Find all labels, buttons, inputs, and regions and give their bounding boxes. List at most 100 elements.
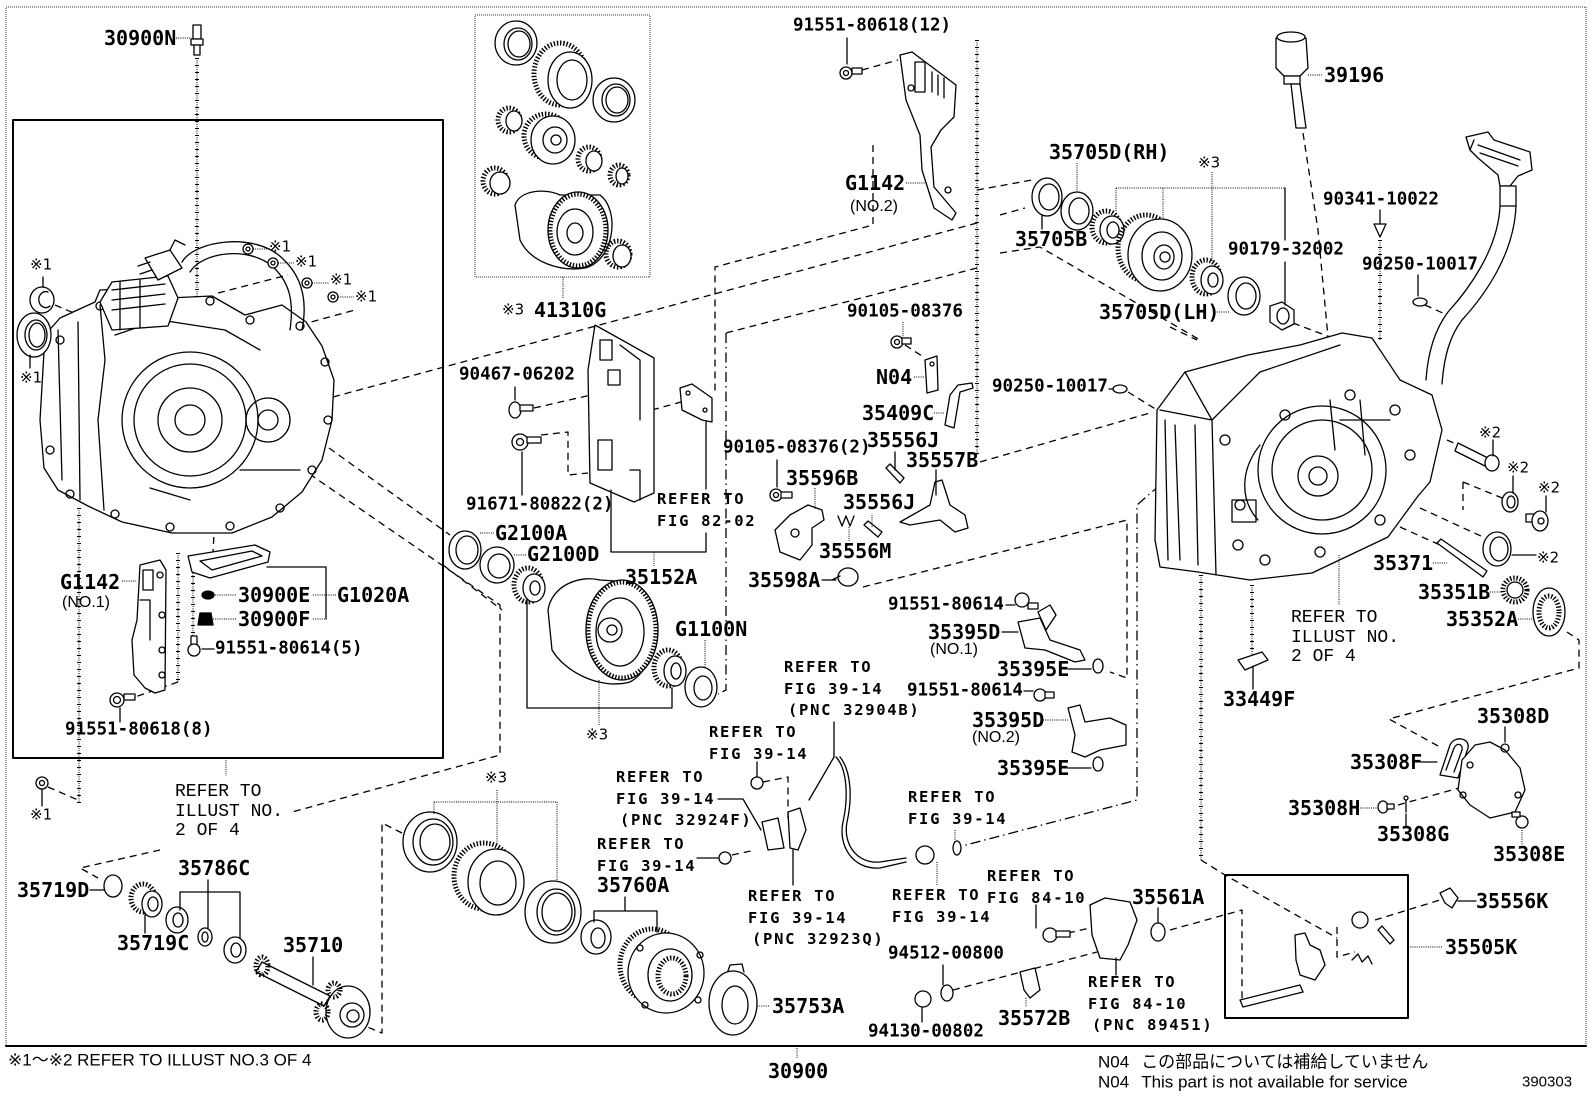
refer-to-fig-84-10-pnc-89451[interactable]: REFER TO FIG 84-10 (PNC 89451) [1088,972,1213,1037]
callout-35308f[interactable]: 35308F [1350,750,1423,774]
callout-35352a[interactable]: 35352A [1446,607,1519,631]
ref-line: 2 OF 4 [175,821,240,841]
plug-90341-10022 [1373,223,1387,238]
callout-35572b[interactable]: 35572B [998,1006,1071,1030]
callout-91551-80614-lower[interactable]: 91551-80614 [907,680,1023,701]
callout-35561a[interactable]: 35561A [1132,885,1205,909]
spring-35556m [837,515,855,527]
callout-90467-06202[interactable]: 90467-06202 [459,364,575,385]
callout-94130-00802[interactable]: 94130-00802 [868,1021,984,1042]
ref-mark-1: ※1 [20,368,43,387]
callout-35556j-lower[interactable]: 35556J [843,490,916,514]
callout-35556m[interactable]: 35556M [819,539,892,563]
callout-g2100d[interactable]: G2100D [527,542,600,566]
leader-lines [29,37,1547,1023]
callout-90179-32002[interactable]: 90179-32002 [1228,239,1344,260]
callout-35598a[interactable]: 35598A [748,568,821,592]
seal-g2100a [448,530,482,570]
pin-35308g [1403,795,1409,813]
callout-g1142-no1[interactable]: G1142 [60,570,121,594]
callout-91551-80614-qty5[interactable]: 91551-80614(5) [215,638,363,659]
callout-35308e[interactable]: 35308E [1493,842,1566,866]
ref-line: FIG 39-14 [784,679,884,698]
callout-35786c[interactable]: 35786C [178,856,251,880]
callout-90341-10022[interactable]: 90341-10022 [1323,189,1439,210]
ref-line: REFER TO [987,867,1076,885]
callout-90105-08376-qty2[interactable]: 90105-08376(2) [723,437,871,458]
callout-35705b[interactable]: 35705B [1015,227,1088,251]
refer-to-fig-39-14-pnc-32923q[interactable]: REFER TO FIG 39-14 (PNC 32923Q) [748,886,884,951]
differential-gear-35760a [617,926,705,1014]
callout-35409c[interactable]: 35409C [862,401,935,425]
callout-90105-08376[interactable]: 90105-08376 [847,301,963,322]
callout-35719d[interactable]: 35719D [17,878,90,902]
callout-35395d-no2[interactable]: 35395D [972,708,1045,732]
callout-39196[interactable]: 39196 [1324,63,1385,87]
refer-to-fig-39-14[interactable]: REFER TO FIG 39-14 [892,885,991,928]
callout-91551-80618-qty8[interactable]: 91551-80618(8) [65,719,213,740]
ref-line: (PNC 32923Q) [752,930,885,948]
callout-30900f[interactable]: 30900F [238,607,311,631]
ref-line: REFER TO [597,835,686,853]
callout-30900e[interactable]: 30900E [238,583,311,607]
left-small-parts-drawing [16,24,371,1039]
magnet-30900e [201,590,215,600]
callout-g1142-no2[interactable]: G1142 [845,171,906,195]
ref-mark-3: ※3 [502,300,525,319]
bolt-35308e [1511,811,1529,829]
gear-35352a [1532,587,1566,637]
callout-35705d-lh[interactable]: 35705D(LH) [1099,300,1220,324]
callout-35556k[interactable]: 35556K [1476,889,1549,913]
callout-g2100a[interactable]: G2100A [495,521,568,545]
refer-to-fig-39-14[interactable]: REFER TO FIG 39-14 [709,722,808,765]
callout-91551-80618-qty12[interactable]: 91551-80618(12) [793,15,952,36]
callout-33449f[interactable]: 33449F [1223,687,1296,711]
callout-35557b[interactable]: 35557B [906,448,979,472]
callout-n04[interactable]: N04 [876,365,913,389]
callout-35760a[interactable]: 35760A [597,873,670,897]
callout-35351b[interactable]: 35351B [1418,580,1491,604]
refer-to-fig-39-14-pnc-32904b[interactable]: REFER TO FIG 39-14 (PNC 32904B) [784,657,920,722]
callout-35556j-upper[interactable]: 35556J [867,428,940,452]
nut-94130-00802 [914,990,932,1008]
callout-35719c[interactable]: 35719C [117,931,190,955]
o-ring-35561a [1150,922,1166,942]
refer-to-fig-39-14[interactable]: REFER TO FIG 39-14 [908,787,1007,830]
ref-mark-3: ※3 [485,768,508,787]
plug-x2 [1525,510,1549,532]
callout-g1100n[interactable]: G1100N [675,617,748,641]
callout-91671-80822-qty2[interactable]: 91671-80822(2) [466,494,614,515]
callout-41310g[interactable]: 41310G [534,298,607,322]
ref-line: FIG 39-14 [748,908,848,927]
callout-35395e-upper[interactable]: 35395E [997,657,1070,681]
callout-g1020a[interactable]: G1020A [337,583,410,607]
callout-35705d-rh[interactable]: 35705D(RH) [1049,140,1170,164]
callout-94512-00800[interactable]: 94512-00800 [888,943,1004,964]
callout-90250-10017-right[interactable]: 90250-10017 [1362,254,1478,275]
callout-35152a[interactable]: 35152A [625,565,698,589]
ref-line: FIG 39-14 [908,809,1008,828]
callout-35308h[interactable]: 35308H [1288,796,1361,820]
refer-to-fig-39-14-pnc-32924f[interactable]: REFER TO FIG 39-14 (PNC 32924F) [616,767,752,832]
refer-to-illust-2-of-4-right[interactable]: REFER TO ILLUST NO. 2 OF 4 [1291,608,1399,668]
callout-35710[interactable]: 35710 [283,933,344,957]
callout-35596b[interactable]: 35596B [786,466,859,490]
ref-mark-1: ※1 [269,237,292,256]
callout-35308d[interactable]: 35308D [1477,704,1550,728]
plug-35308h [1377,800,1395,814]
assembly-pnc-label[interactable]: 30900 [768,1059,829,1083]
callout-35371[interactable]: 35371 [1373,551,1434,575]
refer-to-fig-84-10[interactable]: REFER TO FIG 84-10 [987,866,1086,909]
callout-30900n[interactable]: 30900N [104,26,177,50]
callout-90250-10017-mid[interactable]: 90250-10017 [992,376,1108,397]
refer-to-fig-82-02[interactable]: REFER TO FIG 82-02 [657,489,756,532]
callout-35395d-no1[interactable]: 35395D [928,620,1001,644]
refer-to-fig-39-14[interactable]: REFER TO FIG 39-14 [597,834,696,877]
callout-91551-80614-upper[interactable]: 91551-80614 [888,594,1004,615]
callout-35753a[interactable]: 35753A [772,994,845,1018]
ref-line: REFER TO [908,788,997,806]
callout-35505k[interactable]: 35505K [1445,935,1518,959]
refer-to-illust-2-of-4-left[interactable]: REFER TO ILLUST NO. 2 OF 4 [175,782,283,842]
callout-35395e-lower[interactable]: 35395E [997,756,1070,780]
callout-35308g[interactable]: 35308G [1377,822,1450,846]
